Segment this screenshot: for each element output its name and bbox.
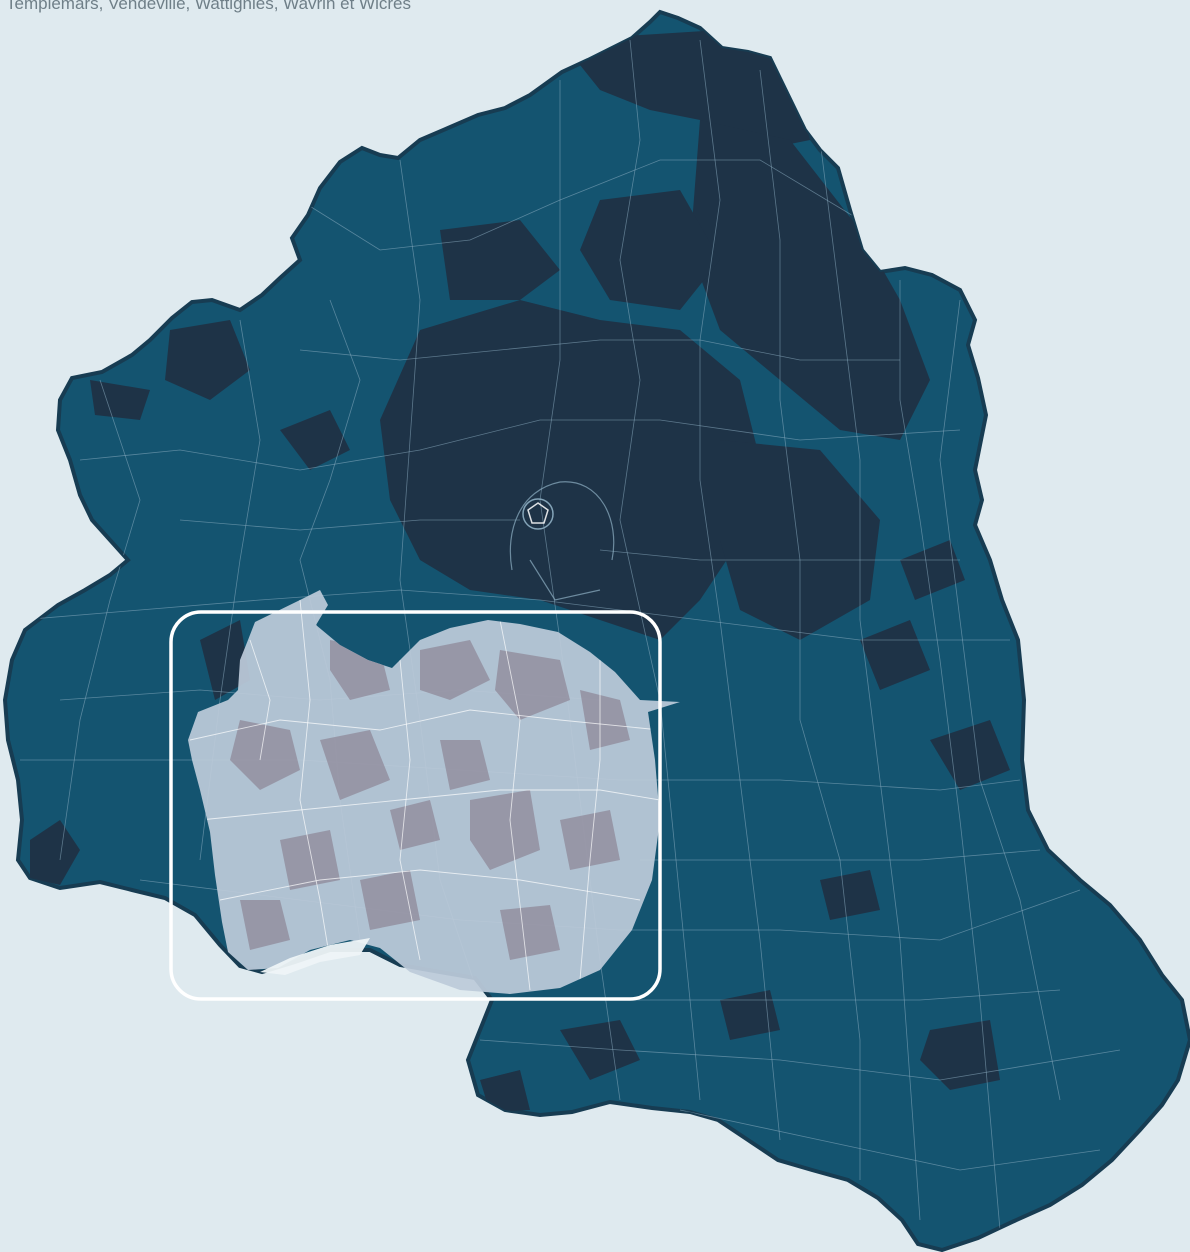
map-caption: Templemars, Vendeville, Wattignies, Wavr… [6, 0, 411, 13]
urban-area-south-2 [560, 1020, 640, 1080]
urban-areas [30, 30, 1010, 1112]
urban-area-north [560, 30, 810, 150]
urban-area-west-1 [165, 320, 250, 400]
commune-borders [19, 39, 1121, 1231]
lille-ring-road [509, 481, 615, 571]
highlight-urban-areas [230, 640, 630, 960]
selection-frame [169, 610, 662, 1001]
urban-area-west-4 [200, 620, 250, 700]
lille-ring-roads [509, 481, 615, 601]
urban-area-east-3 [900, 540, 965, 600]
urban-area-south-5 [820, 870, 880, 920]
urban-area-west-3 [280, 410, 350, 470]
water-body [260, 938, 370, 975]
lille-inner-road [529, 559, 601, 601]
urban-area-east-2 [860, 620, 930, 690]
urban-area-south-3 [480, 1070, 530, 1112]
highlight-commune-borders [189, 599, 661, 991]
urban-area-center-north [580, 190, 720, 310]
highlight-zone [188, 590, 680, 994]
citadelle-icon [522, 498, 554, 530]
urban-area-south-4 [720, 990, 780, 1040]
urban-area-east [720, 440, 880, 640]
urban-area-west-2 [90, 380, 150, 420]
urban-area-south-1 [920, 1020, 1000, 1090]
urban-area-center [380, 300, 760, 640]
urban-area-southwest [30, 820, 80, 885]
